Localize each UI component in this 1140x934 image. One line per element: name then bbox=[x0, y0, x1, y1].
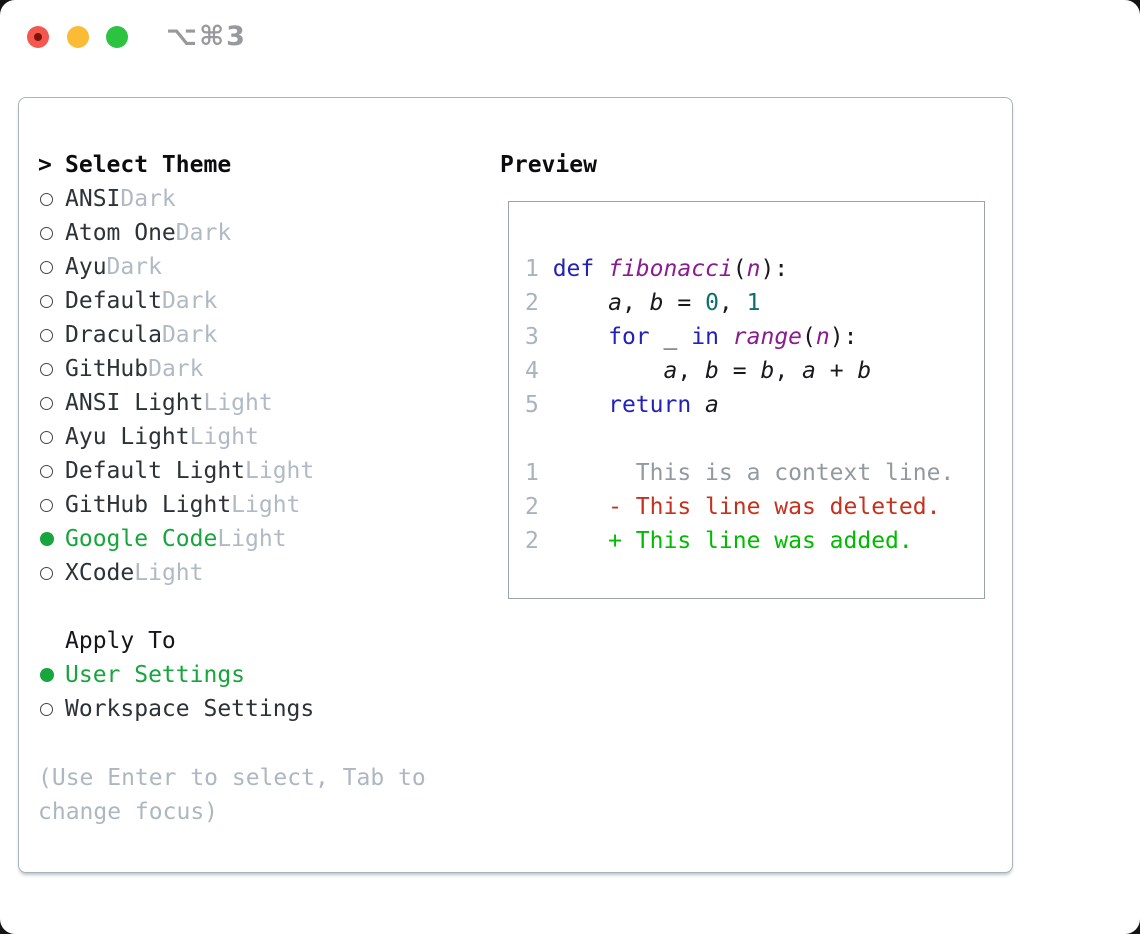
option-label: Google Code bbox=[65, 526, 218, 552]
theme-option[interactable]: Atom One Dark bbox=[38, 216, 314, 250]
radio-icon bbox=[40, 362, 53, 376]
radio-icon bbox=[40, 702, 53, 716]
code-line: 5 return a bbox=[525, 392, 719, 418]
option-label: Workspace Settings bbox=[65, 696, 315, 722]
close-button[interactable] bbox=[27, 26, 49, 48]
option-label: Default bbox=[65, 288, 162, 314]
option-variant-tag: Dark bbox=[161, 322, 218, 348]
code-preview: 1 def fibonacci(n): 2 a, b = 0, 1 3 for _ … bbox=[525, 252, 954, 558]
radio-icon bbox=[40, 294, 53, 308]
titlebar[interactable]: ⌥⌘3 bbox=[0, 0, 1140, 74]
radio-icon bbox=[40, 498, 53, 512]
theme-option[interactable]: Ayu Light Light bbox=[38, 420, 314, 454]
option-variant-tag: Light bbox=[217, 526, 287, 552]
code-line: 4 a, b = b, a + b bbox=[525, 358, 872, 384]
option-variant-tag: Dark bbox=[175, 220, 232, 246]
code-line: 2 a, b = 0, 1 bbox=[525, 290, 761, 316]
radio-selected-icon bbox=[40, 532, 54, 546]
code-blank-line bbox=[525, 422, 954, 456]
radio-icon bbox=[40, 260, 53, 274]
option-label: User Settings bbox=[65, 662, 246, 688]
theme-option[interactable]: Default Dark bbox=[38, 284, 314, 318]
radio-icon bbox=[40, 396, 53, 410]
option-variant-tag: Light bbox=[134, 560, 204, 586]
theme-option[interactable]: ANSI Light Light bbox=[38, 386, 314, 420]
window-shortcut-label: ⌥⌘3 bbox=[166, 21, 247, 52]
theme-option[interactable]: Ayu Dark bbox=[38, 250, 314, 284]
code-line: 2 - This line was deleted. bbox=[525, 494, 941, 520]
option-label: Ayu Light bbox=[65, 424, 190, 450]
radio-icon bbox=[40, 566, 53, 580]
option-label: Default Light bbox=[65, 458, 246, 484]
theme-option[interactable]: Google Code Light bbox=[38, 522, 314, 556]
apply-to-option[interactable]: User Settings bbox=[38, 658, 314, 692]
option-variant-tag: Dark bbox=[161, 288, 218, 314]
radio-icon bbox=[40, 192, 53, 206]
option-variant-tag: Dark bbox=[120, 186, 176, 212]
option-label: Dracula bbox=[65, 322, 162, 348]
selection-caret-icon: > bbox=[38, 152, 52, 178]
option-label: ANSI Light bbox=[65, 390, 204, 416]
option-variant-tag: Dark bbox=[148, 356, 204, 382]
option-variant-tag: Light bbox=[231, 492, 301, 518]
theme-option[interactable]: Dracula Dark bbox=[38, 318, 314, 352]
theme-option[interactable]: GitHub Dark bbox=[38, 352, 314, 386]
theme-option[interactable]: ANSI Dark bbox=[38, 182, 314, 216]
code-line: 3 for _ in range(n): bbox=[525, 324, 858, 350]
apply-to-title: Apply To bbox=[65, 628, 176, 654]
code-line: 2 + This line was added. bbox=[525, 528, 913, 554]
option-variant-tag: Light bbox=[245, 458, 315, 484]
radio-icon bbox=[40, 328, 53, 342]
zoom-button[interactable] bbox=[106, 26, 128, 48]
theme-list-title: Select Theme bbox=[65, 152, 232, 178]
option-label: GitHub Light bbox=[65, 492, 232, 518]
radio-selected-icon bbox=[40, 668, 54, 682]
option-label: ANSI bbox=[65, 186, 121, 212]
radio-icon bbox=[40, 226, 53, 240]
option-label: XCode bbox=[65, 560, 135, 586]
theme-list-header: > Select Theme bbox=[38, 148, 314, 182]
preview-box: 1 def fibonacci(n): 2 a, b = 0, 1 3 for _ … bbox=[508, 201, 985, 599]
preview-title: Preview bbox=[500, 152, 597, 178]
option-variant-tag: Light bbox=[203, 390, 273, 416]
theme-option[interactable]: XCode Light bbox=[38, 556, 314, 590]
option-label: Ayu bbox=[65, 254, 107, 280]
apply-to-header: Apply To bbox=[38, 624, 314, 658]
theme-option[interactable]: Default Light Light bbox=[38, 454, 314, 488]
option-label: Atom One bbox=[65, 220, 176, 246]
apply-to-option[interactable]: Workspace Settings bbox=[38, 692, 314, 726]
radio-icon bbox=[40, 430, 53, 444]
option-variant-tag: Light bbox=[189, 424, 259, 450]
option-label: GitHub bbox=[65, 356, 149, 382]
code-line: 1 This is a context line. bbox=[525, 460, 955, 486]
help-text: (Use Enter to select, Tab to change focu… bbox=[38, 765, 426, 825]
theme-option[interactable]: GitHub Light Light bbox=[38, 488, 314, 522]
option-variant-tag: Dark bbox=[106, 254, 162, 280]
radio-icon bbox=[40, 464, 53, 478]
code-line: 1 def fibonacci(n): bbox=[525, 256, 789, 282]
minimize-button[interactable] bbox=[67, 26, 89, 48]
